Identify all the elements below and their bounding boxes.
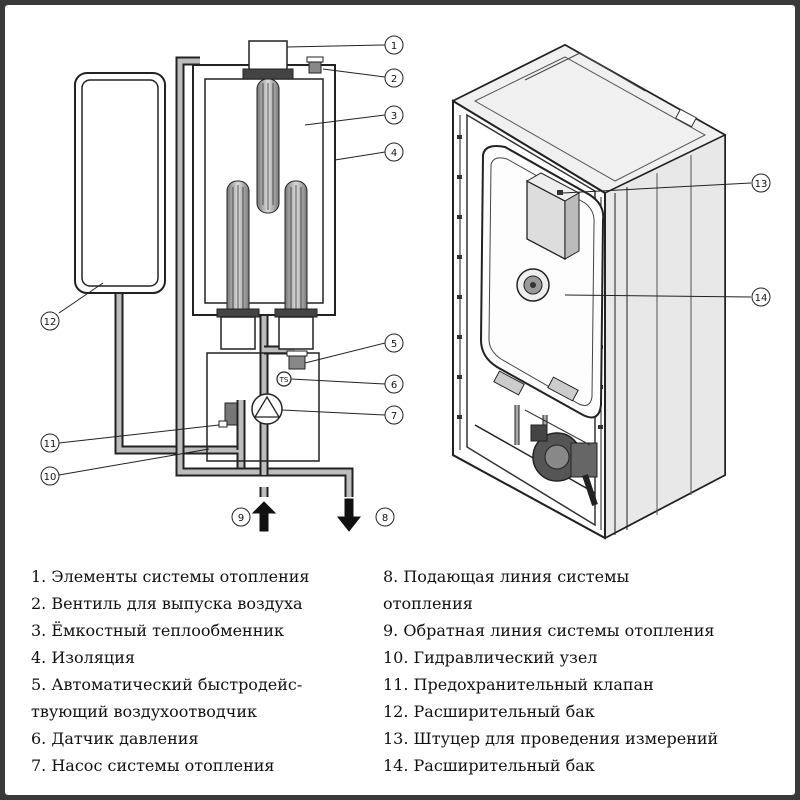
diagram-canvas: TS [5,5,795,795]
svg-text:9: 9 [238,513,244,524]
legend-item-10: 10. Гидравлический узел [383,648,598,667]
callout-1: 1 [384,35,404,55]
legend-item-13: 13. Штуцер для проведения измерений [383,729,719,748]
measuring-nozzle [557,190,563,195]
schematic-left: TS [58,40,386,532]
svg-text:8: 8 [382,513,388,524]
leader-lines-left [58,44,386,476]
auto-air-vent [286,350,308,370]
svg-text:6: 6 [391,380,397,391]
expansion-tank-right [479,145,605,419]
legend-item-12: 12. Расширительный бак [383,702,595,721]
callout-6: 6 [384,374,404,394]
callout-7: 7 [384,405,404,425]
legend-column-left: 1. Элементы системы отопления 2. Вентиль… [31,563,381,779]
callout-9: 9 [231,507,251,527]
callout-13: 13 [751,173,771,193]
heating-element-top [242,40,294,214]
callout-4: 4 [384,142,404,162]
pipe-network [105,56,354,497]
legend-item-3: 3. Ёмкостный теплообменник [31,621,285,640]
legend-item-2: 2. Вентиль для выпуска воздуха [31,594,303,613]
legend-item-4: 4. Изоляция [31,648,135,667]
svg-text:4: 4 [391,148,397,159]
callouts: 1 2 3 4 5 6 7 8 [40,35,771,527]
hydraulic-unit [206,352,320,462]
callout-11: 11 [40,433,60,453]
legend: 1. Элементы системы отопления 2. Вентиль… [5,563,795,793]
boiler-diagram: TS [40,35,771,540]
svg-text:3: 3 [391,111,397,122]
return-line-arrow [251,501,277,532]
leader-lines-right [562,182,752,298]
legend-item-5: 5. Автоматический быстродейс- [31,675,303,694]
svg-text:14: 14 [755,293,768,304]
bottom-pipework [474,370,598,506]
heating-element-lower-right [274,180,318,350]
svg-text:7: 7 [391,411,397,422]
safety-valve [218,402,238,428]
legend-item-14: 14. Расширительный бак [383,756,595,775]
svg-text:11: 11 [44,439,57,450]
circulation-pump [251,393,283,425]
legend-item-6: 6. Датчик давления [31,729,199,748]
callout-12: 12 [40,311,60,331]
callout-5: 5 [384,333,404,353]
svg-text:2: 2 [391,74,397,85]
svg-text:1: 1 [391,41,397,52]
legend-item-1: 1. Элементы системы отопления [31,567,310,586]
legend-item-11: 11. Предохранительный клапан [383,675,654,694]
heating-element-lower-left [216,180,260,350]
svg-text:10: 10 [44,472,57,483]
legend-item-7: 7. Насос системы отопления [31,756,275,775]
boiler-3d-view [451,43,752,540]
legend-column-right: 8. Подающая линия системы отопления 9. О… [383,563,791,779]
callout-3: 3 [384,105,404,125]
callout-8: 8 [375,507,395,527]
svg-text:13: 13 [755,179,768,190]
legend-item-8-cont: отопления [383,594,473,613]
legend-item-8: 8. Подающая линия системы [383,567,630,586]
supply-line-arrow [336,498,362,532]
svg-text:12: 12 [44,317,57,328]
legend-item-5-cont: твующий воздухоотводчик [31,702,257,721]
callout-10: 10 [40,466,60,486]
callout-2: 2 [384,68,404,88]
expansion-tank-left [74,72,166,294]
svg-text:5: 5 [391,339,397,350]
callout-14: 14 [751,287,771,307]
sensor-label: TS [279,376,289,384]
air-vent-valve [306,56,324,74]
legend-item-9: 9. Обратная линия системы отопления [383,621,715,640]
pressure-sensor: TS [276,371,292,387]
